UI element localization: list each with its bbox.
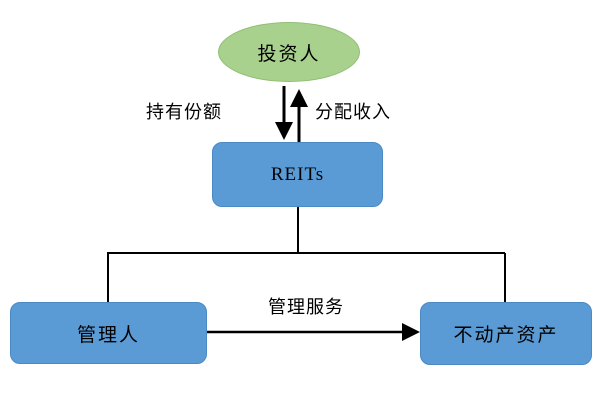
arrow-manager-to-assets [207,323,420,341]
tree-connector-lines [107,207,506,302]
arrow-reits-to-investor [290,89,308,142]
edge-label-distribute-income: 分配收入 [315,102,391,122]
edge-label-hold-shares: 持有份额 [146,102,222,122]
arrow-investor-to-reits [275,86,293,140]
node-investor: 投资人 [218,22,360,82]
node-reits: REITs [212,142,383,207]
node-real-estate-assets-label: 不动产资产 [453,325,559,346]
node-manager: 管理人 [10,302,207,364]
node-reits-label: REITs [270,163,325,185]
edge-label-management-service: 管理服务 [268,297,344,317]
node-real-estate-assets: 不动产资产 [420,302,592,365]
node-manager-label: 管理人 [76,324,140,346]
node-investor-label: 投资人 [257,43,321,65]
